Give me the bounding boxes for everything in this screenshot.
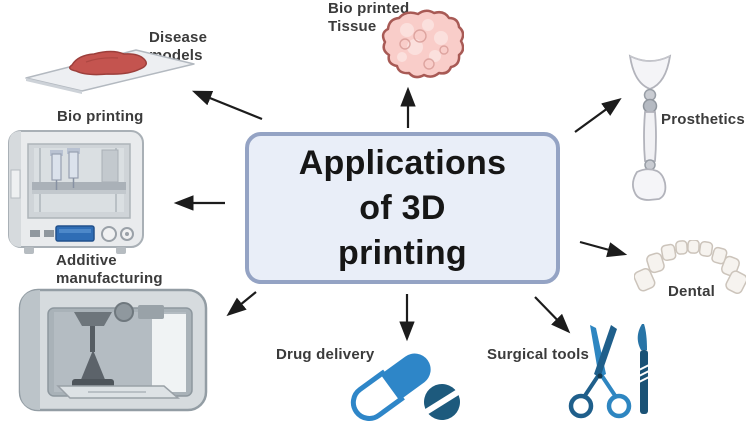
central-title-box: Applications of 3D printing: [245, 132, 560, 284]
arrow-to-disease-models: [191, 90, 263, 121]
enclosed-3d-printer-icon: [18, 288, 208, 412]
label-dental: Dental: [668, 283, 716, 300]
bioprinter-icon: [8, 130, 144, 254]
label-bio-printing: Bio printing: [57, 108, 144, 125]
capsule-tablet-icon: [350, 353, 462, 421]
label-additive-manufacturing: Additive manufacturing: [56, 252, 163, 287]
title-line-3: printing: [338, 233, 467, 272]
label-surgical-tools: Surgical tools: [487, 346, 589, 363]
syringe-icon: [67, 148, 80, 188]
teeth-arch-icon: [634, 240, 746, 294]
label-drug-delivery: Drug delivery: [276, 346, 375, 363]
prosthetic-leg-icon: [628, 54, 672, 201]
capsule-outline-half: [350, 369, 405, 421]
title-line-2: of 3D: [359, 188, 446, 227]
tissue-blob-icon: [381, 9, 464, 79]
arrow-to-additive-manufacturing: [226, 291, 257, 317]
arrow-to-prosthetics: [574, 98, 622, 133]
title-line-1: Applications: [298, 143, 507, 182]
label-bio-printed-tissue: Bio printed Tissue: [328, 0, 410, 35]
scissors-icon: [568, 325, 632, 419]
syringe-icon: [50, 150, 63, 190]
scalpel-icon: [637, 324, 650, 414]
tablet-icon: [422, 384, 462, 420]
label-prosthetics: Prosthetics: [661, 111, 745, 128]
specimen-plate-icon: [25, 49, 195, 94]
scissors-scalpel-icon: [568, 324, 650, 419]
arrow-to-dental: [579, 240, 628, 258]
